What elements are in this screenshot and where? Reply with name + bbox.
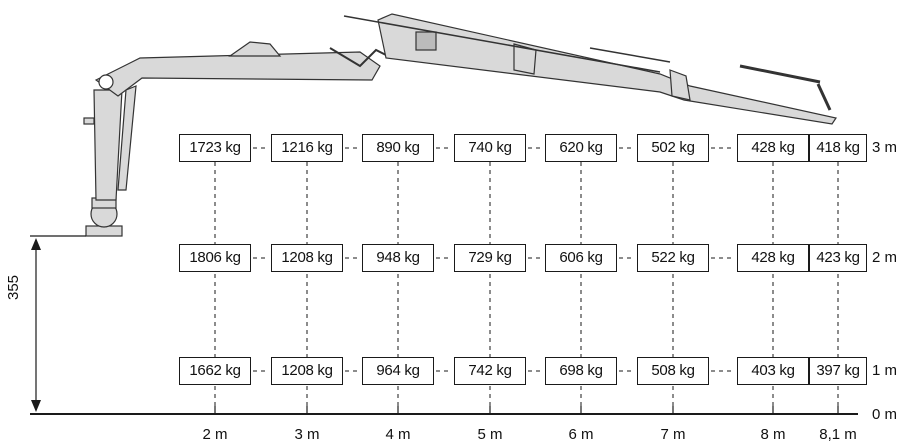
load-cell: 964 kg [362,357,434,385]
load-cell: 1208 kg [271,357,343,385]
load-cell: 508 kg [637,357,709,385]
reach-label: 4 m [385,426,411,443]
load-cell: 620 kg [545,134,617,162]
crane-hydraulic-line [343,15,661,73]
load-cell: 1208 kg [271,244,343,272]
load-cell: 428 kg [737,244,809,272]
load-cell: 502 kg [637,134,709,162]
reach-label: 7 m [660,426,686,443]
load-cell: 948 kg [362,244,434,272]
load-cell: 729 kg [454,244,526,272]
load-cell: 606 kg [545,244,617,272]
crane-outer-boom [377,13,837,125]
load-cell: 1723 kg [179,134,251,162]
crane-lift-cylinder [117,85,137,191]
load-cell: 397 kg [809,357,867,385]
height-label: 1 m [872,362,898,379]
crane-tip-rod [739,64,821,84]
reach-label: 3 m [294,426,320,443]
load-cell: 740 kg [454,134,526,162]
load-cell: 403 kg [737,357,809,385]
load-cell: 1216 kg [271,134,343,162]
height-label-ground: 0 m [872,406,898,423]
crane-boom-pivot [98,74,114,90]
load-cell: 418 kg [809,134,867,162]
crane-boom-joint [415,31,437,51]
load-cell: 890 kg [362,134,434,162]
load-cell: 742 kg [454,357,526,385]
crane-illustration [83,13,837,237]
load-cell: 522 kg [637,244,709,272]
crane-column [93,89,123,201]
crane-boom-clamp-2 [669,69,691,101]
crane-main-boom [94,51,381,97]
dimension-label: 355 [5,274,22,300]
crane-column-pin [83,117,95,125]
reach-label: 8,1 m [819,426,857,443]
load-cell: 698 kg [545,357,617,385]
crane-link-arm [329,47,393,68]
dimension-arrow-bottom [31,400,41,412]
crane-boom-bracket [228,41,282,57]
crane-extension-rod [589,47,671,63]
load-cell: 1806 kg [179,244,251,272]
reach-label: 2 m [202,426,228,443]
height-label: 2 m [872,249,898,266]
reach-label: 5 m [477,426,503,443]
height-label: 3 m [872,139,898,156]
crane-tip-link [816,83,832,111]
dimension-arrow-top [31,238,41,250]
reach-label: 6 m [568,426,594,443]
load-cell: 423 kg [809,244,867,272]
load-cell: 1662 kg [179,357,251,385]
load-cell: 428 kg [737,134,809,162]
reach-label: 8 m [760,426,786,443]
